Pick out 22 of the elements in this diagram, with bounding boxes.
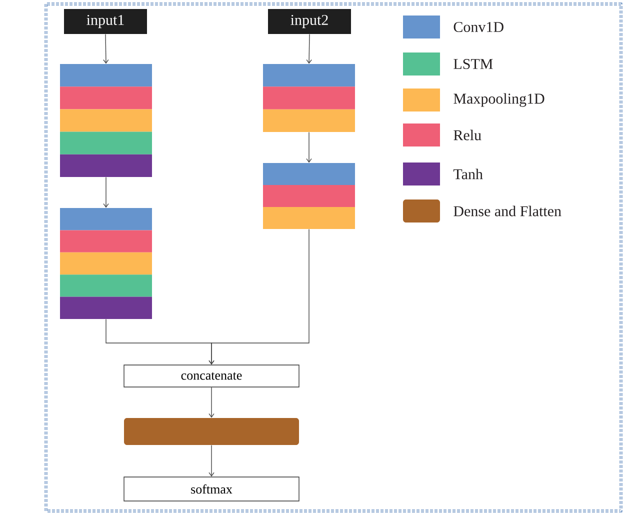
legend-label: Tanh xyxy=(453,168,483,180)
layer-box: concatenate xyxy=(124,364,300,388)
arrow xyxy=(103,34,109,64)
legend-label: LSTM xyxy=(454,58,493,70)
arrow xyxy=(208,444,214,477)
layer-box: softmax xyxy=(124,476,300,502)
legend-label: Relu xyxy=(454,130,482,140)
legend-label: Conv1D xyxy=(454,22,504,32)
dense-layer-box xyxy=(124,418,299,445)
legend-label: Maxpooling1D xyxy=(454,93,544,107)
arrow xyxy=(306,34,312,64)
input-box: input1 xyxy=(64,9,147,34)
arrow xyxy=(306,132,312,163)
arrow xyxy=(208,228,310,365)
arrow xyxy=(208,387,214,418)
arrow xyxy=(103,176,109,208)
input-box: input2 xyxy=(268,9,351,34)
layer-stack xyxy=(60,64,152,177)
legend-label: Dense and Flatten xyxy=(454,206,562,216)
layer-stack xyxy=(263,163,355,229)
layer-stack xyxy=(263,64,355,132)
layer-stack xyxy=(60,208,152,319)
